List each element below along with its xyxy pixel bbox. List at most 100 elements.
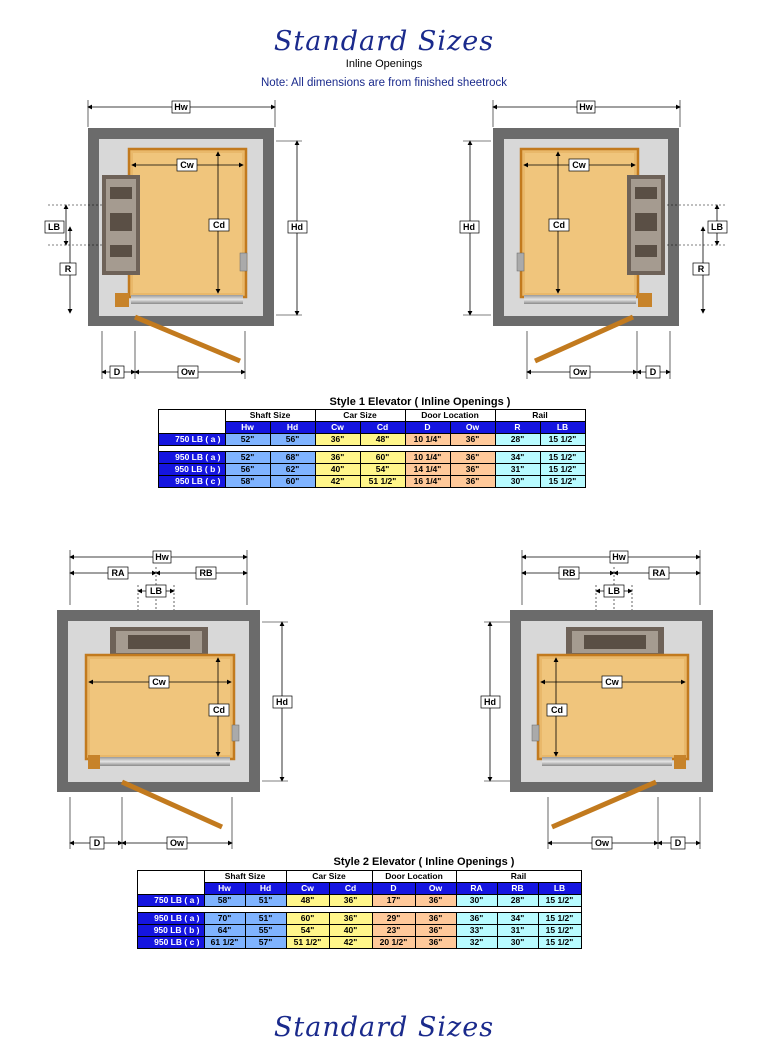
table-cell: 28": [494, 433, 541, 446]
column-header: Hw: [224, 421, 271, 434]
table-cell: 40": [328, 924, 373, 937]
hd-label: Hd: [291, 222, 303, 232]
table-cell: 64": [203, 924, 246, 937]
table-cell: 30": [455, 894, 498, 907]
lb-label: LB: [150, 586, 162, 596]
table-cell: 36": [414, 936, 457, 949]
table-cell: 15 1/2": [539, 463, 586, 476]
group-header: Rail: [455, 870, 582, 883]
table-cell: 68": [269, 451, 316, 464]
table-cell: 60": [285, 912, 330, 925]
page-subtitle: Inline Openings: [345, 58, 423, 70]
group-header: Door Location: [371, 870, 457, 883]
style2-diagram-right: Hw RB RA LB Cw Cd Hd Ow D: [480, 550, 713, 850]
table-cell: 10 1/4": [404, 451, 451, 464]
table-row: 950 LB ( a )52"68"36"60"10 1/4"36"34"15 …: [158, 451, 586, 464]
group-header: Car Size: [285, 870, 373, 883]
ow-label: Ow: [181, 367, 196, 377]
table-cell: 36": [328, 912, 373, 925]
hw-label: Hw: [174, 102, 188, 112]
table-cell: 10 1/4": [404, 433, 451, 446]
row-label: 950 LB ( b ): [137, 924, 205, 937]
cw-label: Cw: [152, 677, 166, 687]
table-row: 950 LB ( b )56"62"40"54"14 1/4"36"31"15 …: [158, 463, 586, 476]
table-cell: 14 1/4": [404, 463, 451, 476]
row-label: 950 LB ( a ): [158, 451, 226, 464]
table-row: 950 LB ( b )64"55"54"40"23"36"33"31"15 1…: [137, 924, 582, 937]
column-header: RB: [496, 882, 539, 895]
table-cell: 60": [269, 475, 316, 488]
hw-label: Hw: [612, 552, 626, 562]
rb-label: RB: [563, 568, 576, 578]
group-header: Shaft Size: [224, 409, 316, 422]
table-cell: 55": [244, 924, 287, 937]
table-cell: 51": [244, 912, 287, 925]
table-cell: 28": [496, 894, 539, 907]
hd-label: Hd: [276, 697, 288, 707]
d-label: D: [114, 367, 121, 377]
column-header: Cd: [328, 882, 373, 895]
d-label: D: [675, 838, 682, 848]
ra-label: RA: [112, 568, 125, 578]
table-cell: 54": [359, 463, 406, 476]
column-header: Cd: [359, 421, 406, 434]
page-title: Standard Sizes: [273, 26, 495, 57]
table-cell: 15 1/2": [539, 433, 586, 446]
row-label: 950 LB ( c ): [158, 475, 226, 488]
table-cell: 36": [449, 433, 496, 446]
row-label: 950 LB ( a ): [137, 912, 205, 925]
group-header: Door Location: [404, 409, 496, 422]
table-row: 950 LB ( a )70"51"60"36"29"36"36"34"15 1…: [137, 912, 582, 925]
table-cell: 40": [314, 463, 361, 476]
row-label: 950 LB ( b ): [158, 463, 226, 476]
cd-label: Cd: [213, 220, 225, 230]
next-page-title: Standard Sizes: [273, 1012, 495, 1043]
hd-label: Hd: [463, 222, 475, 232]
style1-diagram-right: Hw Cw Cd Hd LB R Ow D: [459, 100, 728, 379]
row-label: 950 LB ( c ): [137, 936, 205, 949]
cd-label: Cd: [213, 705, 225, 715]
table-cell: 54": [285, 924, 330, 937]
table-cell: 17": [371, 894, 416, 907]
table-cell: 60": [359, 451, 406, 464]
d-label: D: [94, 838, 101, 848]
column-header: Hw: [203, 882, 246, 895]
cd-label: Cd: [551, 705, 563, 715]
group-header: Shaft Size: [203, 870, 287, 883]
table-cell: 30": [494, 475, 541, 488]
table-cell: 15 1/2": [537, 936, 582, 949]
ow-label: Ow: [573, 367, 588, 377]
ow-label: Ow: [595, 838, 610, 848]
table-cell: 36": [414, 912, 457, 925]
r-label: R: [698, 264, 705, 274]
table-cell: 48": [285, 894, 330, 907]
page-note: Note: All dimensions are from finished s…: [260, 77, 508, 89]
table-cell: 51": [244, 894, 287, 907]
table-cell: 58": [203, 894, 246, 907]
table-cell: 33": [455, 924, 498, 937]
row-label: 750 LB ( a ): [158, 433, 226, 446]
table-cell: 34": [494, 451, 541, 464]
table-cell: 30": [496, 936, 539, 949]
r-label: R: [65, 264, 72, 274]
column-header: Cw: [314, 421, 361, 434]
table-cell: 36": [449, 451, 496, 464]
table-cell: 58": [224, 475, 271, 488]
table-cell: 15 1/2": [537, 894, 582, 907]
table-cell: 36": [449, 475, 496, 488]
row-label: 750 LB ( a ): [137, 894, 205, 907]
table-cell: 36": [314, 433, 361, 446]
table-cell: 29": [371, 912, 416, 925]
table-cell: 51 1/2": [285, 936, 330, 949]
table-cell: 52": [224, 451, 271, 464]
table-cell: 16 1/4": [404, 475, 451, 488]
table-cell: 42": [314, 475, 361, 488]
column-header: R: [494, 421, 541, 434]
table-cell: 36": [455, 912, 498, 925]
column-header: Hd: [244, 882, 287, 895]
table-cell: 51 1/2": [359, 475, 406, 488]
group-header: Car Size: [314, 409, 406, 422]
table-cell: 57": [244, 936, 287, 949]
style1-table-title: Style 1 Elevator ( Inline Openings ): [329, 396, 511, 408]
